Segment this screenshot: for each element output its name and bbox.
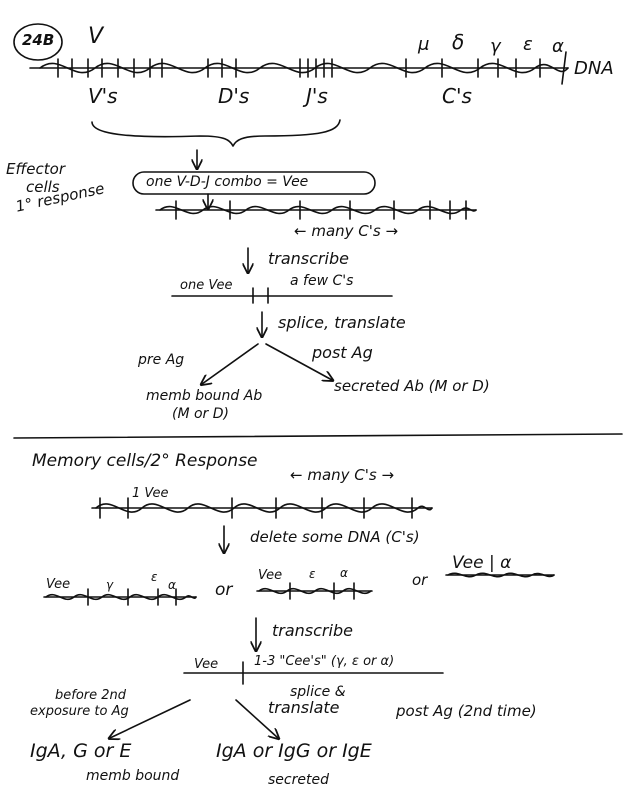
opt2-epsilon: ε: [309, 567, 316, 581]
opt1-epsilon: ε: [151, 570, 158, 584]
primary-dna: [155, 200, 477, 220]
exposure-label: exposure to Ag: [30, 704, 129, 719]
before-label: before 2nd: [55, 688, 127, 703]
option-3-dna: [445, 572, 555, 578]
epsilon-label: ε: [523, 34, 533, 55]
memory-translate: translate: [268, 698, 340, 717]
pre-ag-arrow: [202, 343, 259, 384]
js-label: J's: [306, 84, 328, 108]
ds-label: D's: [218, 84, 250, 108]
post-ag-label: post Ag: [312, 343, 373, 362]
gamma-label: γ: [490, 36, 501, 57]
or-2: or: [412, 571, 428, 589]
opt3-label: Vee | α: [452, 553, 512, 573]
dna-label: DNA: [574, 58, 614, 79]
memb-bound-label: memb bound Ab: [146, 388, 263, 404]
combo-oval: [132, 171, 376, 195]
right-result: IgA or IgG or IgE: [216, 740, 372, 762]
memory-splice: splice &: [290, 684, 346, 700]
after-arrow: [235, 699, 278, 738]
memory-one-vee: 1 Vee: [132, 486, 169, 501]
mu-label: μ: [418, 34, 430, 55]
brace: [91, 119, 341, 147]
memory-transcribe: transcribe: [272, 621, 353, 640]
delete-label: delete some DNA (C's): [250, 528, 420, 546]
left-result: IgA, G or E: [30, 740, 132, 762]
opt2-vee: Vee: [258, 568, 283, 583]
memory-title: Memory cells/2° Response: [32, 451, 258, 471]
rna-few-cs: a few C's: [290, 273, 354, 289]
opt1-gamma: γ: [106, 578, 114, 592]
primary-splice: splice, translate: [278, 313, 406, 332]
memory-many-cs: ← many C's →: [290, 466, 395, 484]
memory-rna-cees: 1-3 "Cee's" (γ, ε or α): [254, 654, 395, 669]
page-label-circle: [13, 23, 63, 61]
option-2-dna: [256, 582, 373, 600]
memory-rna-vee: Vee: [194, 657, 219, 672]
option-1-dna: [43, 588, 197, 606]
effector-label: Effector: [6, 160, 66, 178]
primary-transcribe: transcribe: [268, 249, 349, 268]
combo-label: one V-D-J combo = Vee: [146, 174, 309, 190]
cells-label: cells: [26, 178, 60, 196]
m-or-d-label: (M or D): [172, 406, 230, 422]
primary-many-cs: ← many C's →: [294, 222, 399, 240]
rna-one-vee: one Vee: [180, 278, 233, 293]
page-label: 24B: [22, 31, 55, 49]
memb-bound-2: memb bound: [86, 768, 180, 784]
post-ag-2nd-label: post Ag (2nd time): [396, 702, 537, 720]
top-dna: [29, 51, 569, 85]
pre-ag-label: pre Ag: [138, 352, 185, 368]
secreted-ab-label: secreted Ab (M or D): [334, 377, 490, 395]
secreted-2: secreted: [268, 772, 329, 788]
opt2-alpha: α: [340, 566, 348, 580]
memory-dna: [91, 497, 433, 519]
opt1-vee: Vee: [46, 577, 71, 592]
alpha-label: α: [552, 36, 564, 57]
post-ag-arrow: [265, 343, 332, 380]
before-arrow: [110, 699, 191, 738]
section-divider: [13, 433, 623, 439]
vs-label: V's: [88, 84, 118, 108]
or-1: or: [215, 580, 233, 600]
delta-label: δ: [452, 30, 465, 54]
v-label: V: [88, 24, 104, 49]
opt1-alpha: α: [168, 578, 176, 592]
cs-label: C's: [442, 84, 472, 108]
